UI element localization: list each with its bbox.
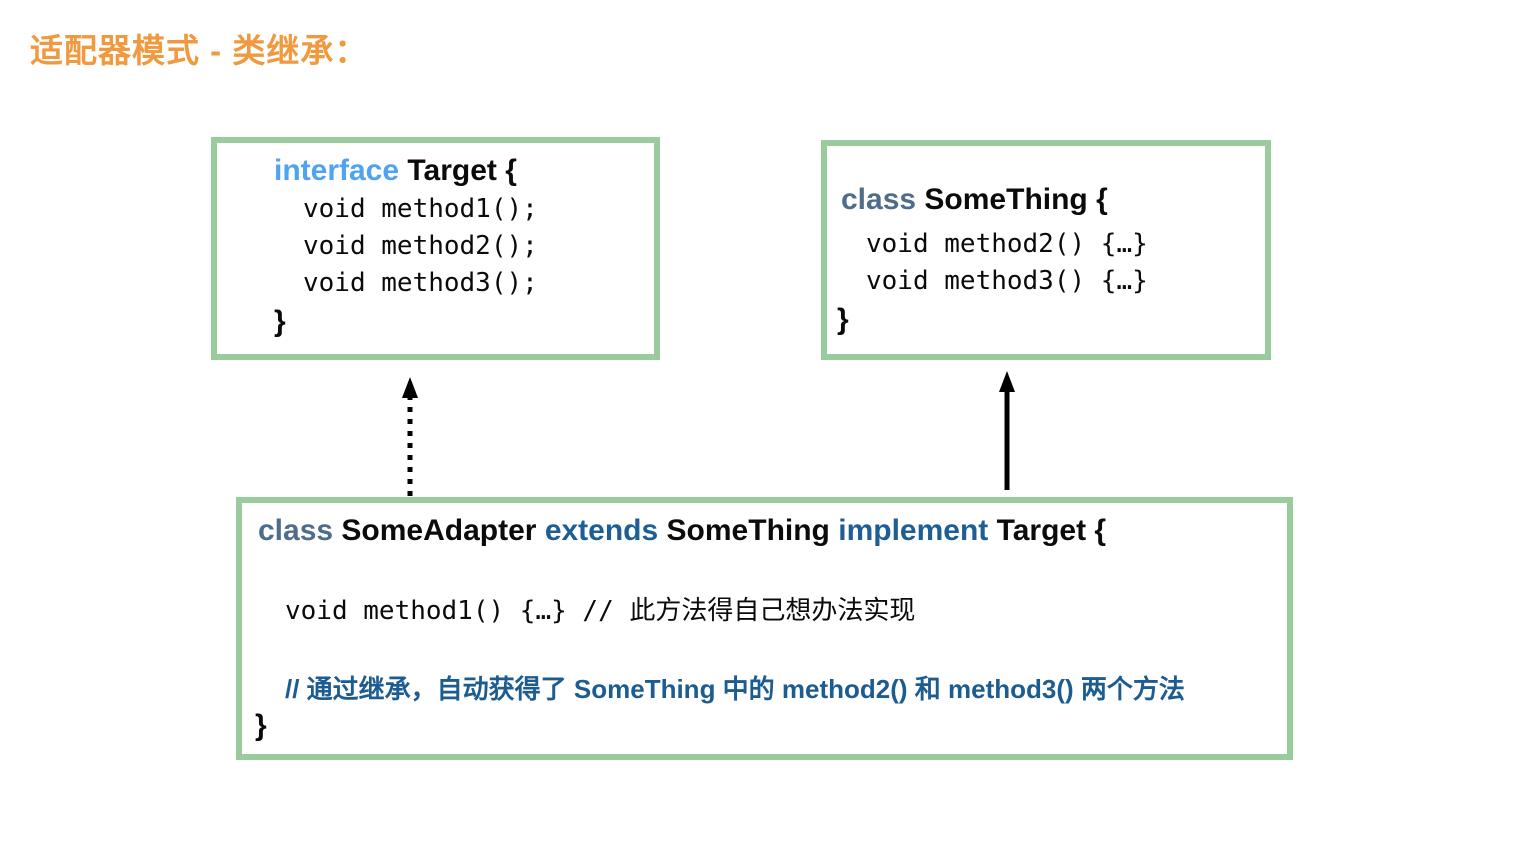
code-line: void method3() {…} — [866, 266, 1148, 296]
closing-brace: } — [274, 305, 286, 338]
interface-name: Target { — [996, 514, 1107, 547]
closing-brace: } — [255, 709, 267, 742]
closing-brace: } — [837, 303, 849, 336]
inheritance-comment-line: // 通过继承，自动获得了 SomeThing 中的 method2() 和 m… — [285, 674, 1185, 704]
code-line: void method2(); — [303, 231, 538, 261]
page-title: 适配器模式 - 类继承： — [30, 32, 369, 69]
keyword-extends: extends — [544, 514, 659, 547]
target-interface-box: interface Target { void method1(); void … — [211, 137, 660, 360]
method1-code-line: void method1() {…} // 此方法得自己想办法实现 — [285, 596, 916, 626]
something-class-box: class SomeThing { void method2() {…} voi… — [821, 140, 1271, 360]
code-line: void method2() {…} — [866, 229, 1148, 259]
parent-class-name: SomeThing — [666, 514, 830, 547]
implements-dashed-arrow-icon — [402, 377, 418, 496]
code-line: void method1(); — [303, 194, 538, 224]
class-name-something: SomeThing { — [924, 183, 1108, 216]
extends-solid-arrow-icon — [999, 371, 1015, 490]
class-name-adapter: SomeAdapter — [341, 514, 537, 547]
target-box-header: interface Target { — [274, 151, 654, 191]
keyword-class: class — [841, 183, 917, 216]
adapter-box-header: class SomeAdapter extends SomeThing impl… — [258, 511, 1287, 551]
interface-name-target: Target { — [407, 154, 517, 187]
code-line: void method3(); — [303, 268, 538, 298]
keyword-interface: interface — [274, 154, 400, 187]
keyword-implement: implement — [838, 514, 989, 547]
adapter-class-box: class SomeAdapter extends SomeThing impl… — [236, 497, 1293, 760]
keyword-class: class — [258, 514, 334, 547]
something-box-header: class SomeThing { — [841, 180, 1265, 220]
